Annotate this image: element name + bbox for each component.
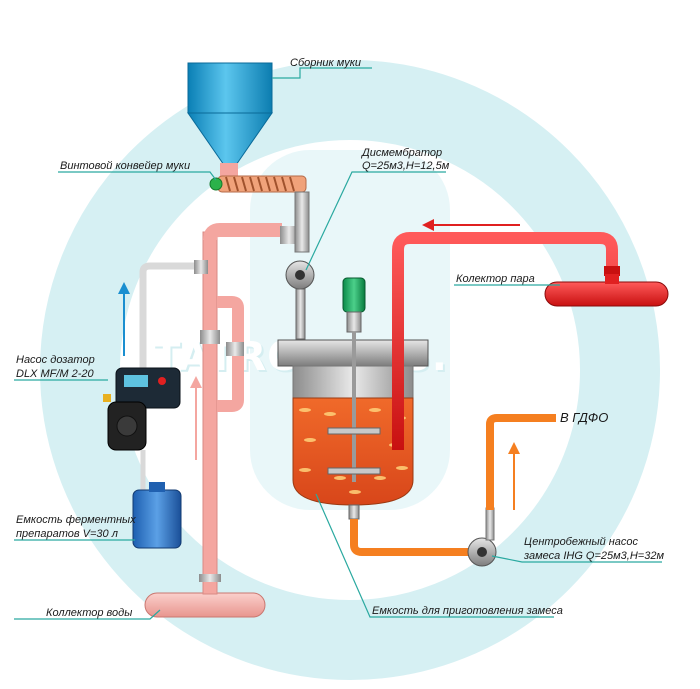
label-steam-collector: Колектор пара (456, 273, 535, 285)
steam-collector-body (544, 281, 669, 307)
leader-mix-tank (315, 493, 554, 618)
mash-arrowhead (508, 442, 520, 454)
water-collector-body (144, 592, 266, 618)
water-riser-pipe (202, 231, 218, 595)
water-top-pipe (203, 223, 282, 241)
flour-system (187, 62, 310, 253)
steam-system (392, 219, 669, 450)
dosing-pipe-valve (194, 260, 208, 274)
conveyor-motor-icon (209, 177, 223, 191)
dosing-system (103, 260, 208, 549)
water-system (144, 223, 298, 618)
label-dismembrator-spec: Q=25м3,Н=12,5м (362, 160, 450, 172)
dosing-pump-diaphragm-icon (116, 415, 138, 437)
dosing-pump-fitting (103, 394, 111, 402)
label-to-gdfo: В ГДФО (560, 410, 608, 425)
label-enzyme-tank-2: препаратов V=30 л (16, 528, 118, 540)
water-arrowhead (190, 376, 202, 388)
agitator-blade-lower (327, 467, 381, 475)
steam-flange (604, 266, 620, 276)
flour-hopper-outlet (220, 163, 238, 177)
enzyme-tank-body (132, 489, 182, 549)
agitator-gearbox (346, 311, 362, 333)
label-centrifugal-pump-1: Центробежный насос (524, 536, 639, 548)
dosing-pipe (139, 262, 196, 370)
leader-screw-conveyor (58, 171, 217, 181)
dismembrator-rotor-icon (295, 270, 305, 280)
water-top-valve (280, 226, 298, 244)
leader-centrifugal-pump (491, 555, 662, 563)
label-dosing-pump-title: Насос дозатор (16, 354, 95, 366)
label-enzyme-tank-1: Емкость ферментных (16, 514, 136, 526)
steam-collector-neck (605, 274, 619, 284)
dosing-pump-led-icon (158, 377, 166, 385)
label-flour-hopper: Сборник муки (290, 57, 361, 69)
agitator-shaft (352, 332, 356, 482)
centrifugal-pump-impeller-icon (477, 547, 487, 557)
label-dosing-pump-model: DLX MF/M 2-20 (16, 368, 95, 380)
leader-water-collector (14, 609, 161, 620)
labels (14, 67, 662, 620)
dosing-arrowhead (118, 282, 130, 294)
mash-discharge-pipe (486, 414, 556, 510)
label-mix-tank: Емкость для приготовления замеса (372, 605, 563, 617)
label-texts: Сборник муки Винтовой конвейер муки Дисм… (16, 57, 664, 619)
flour-hopper-body (187, 62, 273, 114)
screw-conveyor-threads (225, 176, 295, 192)
steam-pipe (392, 232, 618, 450)
tank-bottom-outlet (348, 504, 360, 520)
leader-flour-hopper (272, 67, 372, 79)
watermark-ring (40, 60, 660, 680)
water-riser-flange (199, 574, 221, 582)
enzyme-tank-cap (149, 482, 165, 492)
leader-dismembrator (305, 171, 446, 271)
water-valve-1 (200, 330, 220, 344)
dosing-pump-display (124, 375, 148, 387)
mash-discharge (350, 414, 556, 567)
mash-suction-pipe (350, 519, 470, 556)
dismembrator-outlet-pipe (295, 288, 306, 340)
agitator-motor (342, 277, 366, 313)
label-dismembrator-title: Дисмембратор (360, 147, 442, 159)
water-valve-2 (226, 342, 244, 356)
steam-arrowhead (422, 219, 434, 231)
conveyor-drop-pipe (294, 191, 310, 253)
pump-discharge-stub (485, 507, 495, 541)
label-water-collector: Коллектор воды (46, 607, 132, 619)
label-centrifugal-pump-2: замеса IHG Q=25м3,Н=32м (523, 550, 664, 562)
label-screw-conveyor: Винтовой конвейер муки (60, 160, 190, 172)
agitator-blade-upper (327, 427, 381, 435)
